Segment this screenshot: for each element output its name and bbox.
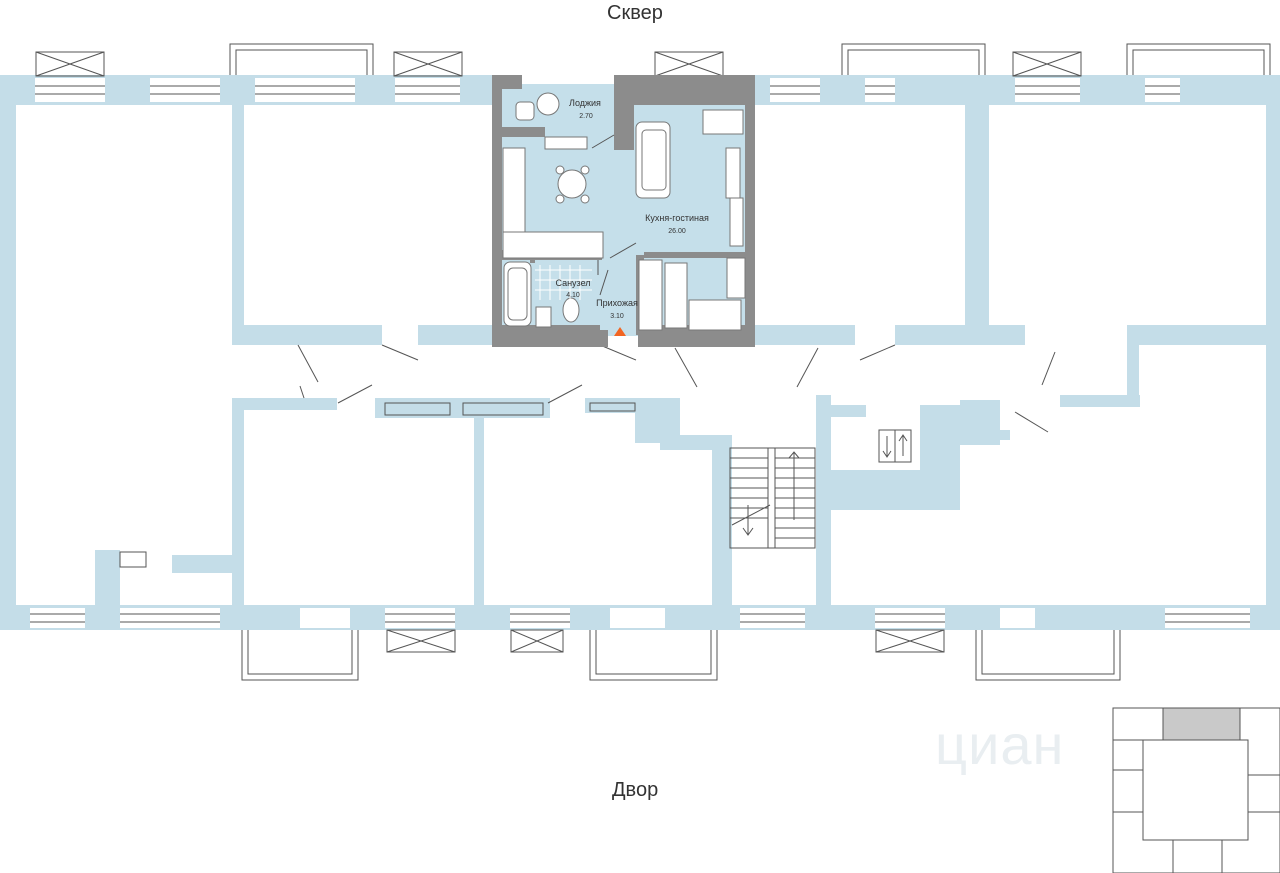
- room-label-loggia: Лоджия: [569, 98, 601, 108]
- window-frames: [30, 85, 1250, 623]
- room-area-hallway: 3.10: [610, 313, 624, 320]
- room-area-bathroom: 4.10: [566, 292, 580, 299]
- stairs-icon: [729, 447, 816, 549]
- apartment-highlight: [492, 75, 755, 347]
- doors: [119, 344, 1056, 568]
- orientation-bottom-label: Двор: [612, 779, 659, 801]
- entrance-marker-icon: [614, 327, 626, 336]
- room-labels: Лоджия 2.70 Кухня-гостиная 26.00 Санузел…: [555, 98, 708, 320]
- bathroom-tiles: [535, 265, 592, 300]
- apartment-doors: [591, 134, 637, 296]
- room-label-kitchen-living: Кухня-гостиная: [645, 213, 709, 223]
- room-label-hallway: Прихожая: [596, 298, 638, 308]
- room-area-kitchen-living: 26.00: [668, 228, 686, 235]
- key-plan-icon: [1112, 707, 1280, 873]
- room-label-bathroom: Санузел: [555, 278, 590, 288]
- room-area-loggia: 2.70: [579, 113, 593, 120]
- balconies: [35, 43, 1271, 681]
- furniture: [502, 92, 746, 331]
- window-openings: [30, 78, 1250, 628]
- orientation-top-label: Сквер: [607, 2, 663, 24]
- elevator-icon: [878, 429, 912, 463]
- watermark: циан: [935, 713, 1065, 776]
